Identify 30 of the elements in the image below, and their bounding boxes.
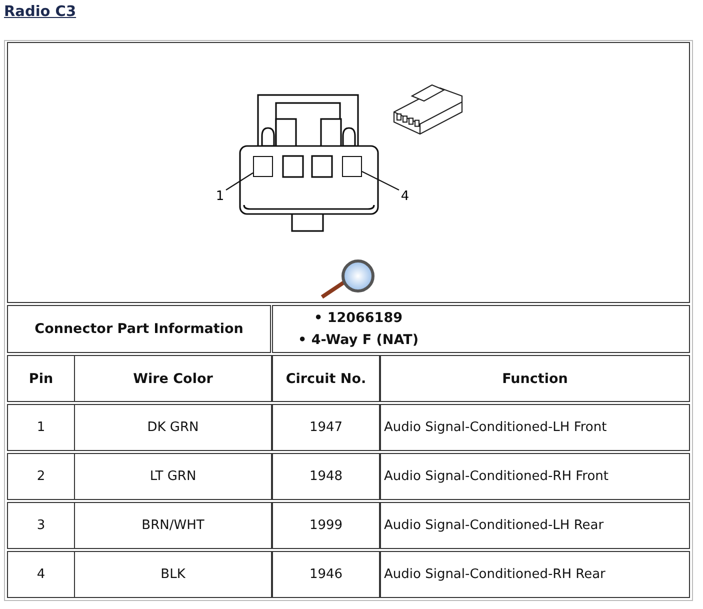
table-cell: 1999 — [272, 502, 380, 549]
header-cell: Function — [380, 355, 690, 402]
callout-number: 4 — [399, 188, 411, 205]
pin-cavity — [253, 156, 273, 177]
table-cell: Audio Signal-Conditioned-RH Rear — [380, 551, 690, 598]
table-cell: Audio Signal-Conditioned-LH Rear — [380, 502, 690, 549]
table-cell: LT GRN — [74, 453, 272, 500]
table-cell: 2 — [7, 453, 75, 500]
header-cell: Connector Part Information — [7, 305, 271, 353]
header-cell: Circuit No. — [272, 355, 380, 402]
table-cell: Audio Signal-Conditioned-RH Front — [380, 453, 690, 500]
header-cell: Wire Color — [74, 355, 272, 402]
title-link: Radio C3 — [4, 4, 76, 20]
table-cell: BRN/WHT — [74, 502, 272, 549]
table-cell: 1 — [7, 404, 75, 451]
pin-cavity — [342, 156, 362, 177]
table-cell: 1947 — [272, 404, 380, 451]
table-cell: 4 — [7, 551, 75, 598]
table-cell: DK GRN — [74, 404, 272, 451]
table-cell: 1946 — [272, 551, 380, 598]
list-item: • 12066189 — [313, 309, 404, 328]
header-cell: Pin — [7, 355, 75, 402]
leader-line — [226, 172, 254, 190]
table-cell: 3 — [7, 502, 75, 549]
list-item: • 4-Way F (NAT) — [298, 331, 418, 350]
table-cell: 1948 — [272, 453, 380, 500]
leader-line — [362, 170, 400, 191]
table-cell: Audio Signal-Conditioned-LH Front — [380, 404, 690, 451]
table-cell: BLK — [74, 551, 272, 598]
callout-number: 1 — [214, 188, 226, 205]
